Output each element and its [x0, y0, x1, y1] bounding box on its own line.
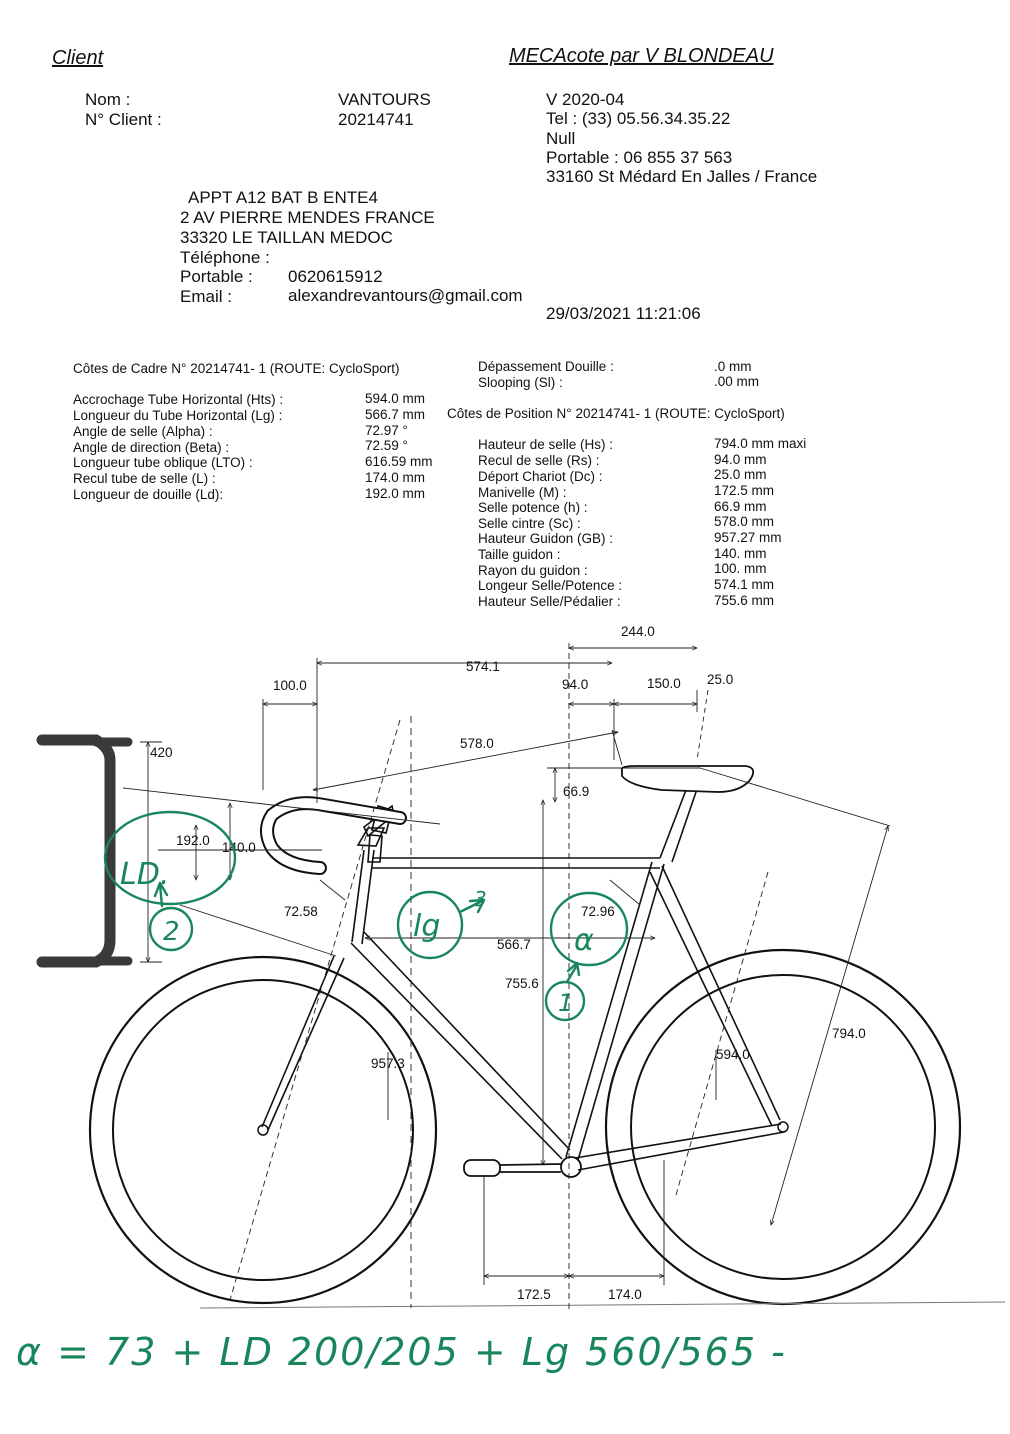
annotation-number-1: 1 [558, 989, 573, 1017]
frame-row-label: Longueur de douille (Ld): [73, 487, 224, 502]
dim-1725: 172.5 [517, 1287, 551, 1302]
frame-row-value: 616.59 mm [365, 454, 433, 469]
nom-label: Nom : [85, 90, 131, 109]
frame-row-label: Longueur tube oblique (LTO) : [73, 455, 253, 470]
telephone-label: Téléphone : [180, 248, 270, 267]
ground-line [199, 1301, 1006, 1309]
depassement-value: .0 mm [714, 359, 752, 374]
print-datetime: 29/03/2021 11:21:06 [546, 304, 701, 323]
position-row-value: 25.0 mm [714, 467, 767, 482]
position-row-value: 755.6 mm [714, 593, 775, 608]
position-row-value: 140. mm [714, 546, 767, 561]
dim-174: 174.0 [608, 1287, 642, 1302]
frame-row-label: Angle de direction (Beta) : [73, 440, 230, 455]
dim-7296: 72.96 [581, 904, 615, 919]
position-row-label: Hauteur Guidon (GB) : [478, 531, 614, 546]
frame-row-value: 72.97 ° [365, 423, 408, 438]
dim-574: 574.1 [466, 659, 500, 674]
position-row-label: Hauteur Selle/Pédalier : [478, 594, 621, 609]
dim-5667: 566.7 [497, 937, 531, 952]
dim-7258: 72.58 [284, 904, 318, 919]
company-portable: Portable : 06 855 37 563 [546, 148, 733, 167]
position-row-value: 957.27 mm [714, 530, 782, 545]
dim-7556: 755.6 [505, 976, 539, 991]
dim-669: 66.9 [563, 784, 589, 799]
ld-annotation: LD. [120, 857, 169, 892]
dim-578: 578.0 [460, 736, 494, 751]
position-row-value: 578.0 mm [714, 514, 775, 529]
front-wheel [604, 948, 962, 1306]
position-row-value: 794.0 mm maxi [714, 436, 807, 451]
frame-row-value: 594.0 mm [365, 391, 426, 406]
company-tel: Tel : (33) 05.56.34.35.22 [546, 109, 731, 128]
frame-title: Côtes de Cadre N° 20214741- 1 (ROUTE: Cy… [73, 361, 400, 376]
handlebar-profile-icon [36, 734, 116, 968]
frame-row-value: 566.7 mm [365, 407, 426, 422]
position-row-value: 574.1 mm [714, 577, 775, 592]
annotation-number-2: 2 [163, 917, 180, 947]
frame-row-value: 192.0 mm [365, 486, 426, 501]
email-value: alexandrevantours@gmail.com [288, 286, 523, 305]
dim-244: 244.0 [621, 624, 655, 639]
annotation-number-3: 3 [474, 887, 487, 911]
frame-row-value: 72.59 ° [365, 438, 408, 453]
company-version: V 2020-04 [546, 90, 625, 109]
handwritten-annotations [103, 810, 629, 1022]
frame-row-label: Longueur du Tube Horizontal (Lg) : [73, 408, 283, 423]
dimension-lines [122, 643, 891, 1310]
frame-row-value: 174.0 mm [365, 470, 426, 485]
frame-row-label: Recul tube de selle (L) : [73, 471, 216, 486]
position-row-label: Selle potence (h) : [478, 500, 588, 515]
position-row-label: Recul de selle (Rs) : [478, 453, 600, 468]
position-row-label: Longeur Selle/Potence : [478, 578, 623, 593]
crankset [463, 1156, 582, 1178]
dim-100: 100.0 [273, 678, 307, 693]
position-row-label: Hauteur de selle (Hs) : [478, 437, 614, 452]
address-line-3: 33320 LE TAILLAN MEDOC [180, 228, 393, 247]
dim-140: 140.0 [222, 840, 256, 855]
depassement-label: Dépassement Douille : [478, 359, 614, 374]
position-row-value: 172.5 mm [714, 483, 775, 498]
client-number-label: N° Client : [85, 110, 162, 129]
position-row-value: 100. mm [714, 561, 767, 576]
bike-frame [261, 789, 785, 1171]
portable-value: 0620615912 [288, 267, 383, 286]
company-null: Null [546, 129, 576, 148]
dim-25: 25.0 [707, 672, 733, 687]
address-line-1: APPT A12 BAT B ENTE4 [188, 188, 378, 207]
address-line-2: 2 AV PIERRE MENDES FRANCE [180, 208, 435, 227]
nom-value: VANTOURS [338, 90, 431, 109]
dim-94: 94.0 [562, 677, 588, 692]
position-row-value: 66.9 mm [714, 499, 767, 514]
dim-192: 192.0 [176, 833, 210, 848]
frame-row-label: Angle de selle (Alpha) : [73, 424, 213, 439]
company-city: 33160 St Médard En Jalles / France [546, 167, 818, 186]
slooping-label: Slooping (Sl) : [478, 375, 563, 390]
position-row-label: Selle cintre (Sc) : [478, 516, 581, 531]
rear-wheel [88, 955, 438, 1305]
saddle [620, 765, 755, 793]
dim-9573: 957.3 [371, 1056, 405, 1071]
position-title: Côtes de Position N° 20214741- 1 (ROUTE:… [447, 406, 785, 421]
position-row-label: Manivelle (M) : [478, 485, 567, 500]
company-heading: MECAcote par V BLONDEAU [509, 45, 774, 67]
lg-annotation: lg [413, 909, 440, 944]
client-number-value: 20214741 [338, 110, 414, 129]
slooping-value: .00 mm [714, 374, 760, 389]
position-row-value: 94.0 mm [714, 452, 767, 467]
client-heading: Client [52, 47, 104, 69]
dim-420: 420 [150, 745, 173, 760]
email-label: Email : [180, 287, 232, 306]
position-row-label: Rayon du guidon : [478, 563, 588, 578]
position-row-label: Déport Chariot (Dc) : [478, 469, 603, 484]
portable-label: Portable : [180, 267, 253, 286]
dim-150: 150.0 [647, 676, 681, 691]
dim-594: 594.0 [716, 1047, 750, 1062]
alpha-annotation: α [574, 923, 594, 958]
dim-794: 794.0 [832, 1026, 866, 1041]
handwritten-note: α = 73 + LD 200/205 + Lg 560/565 - [16, 1330, 787, 1374]
position-row-label: Taille guidon : [478, 547, 561, 562]
frame-row-label: Accrochage Tube Horizontal (Hts) : [73, 392, 284, 407]
